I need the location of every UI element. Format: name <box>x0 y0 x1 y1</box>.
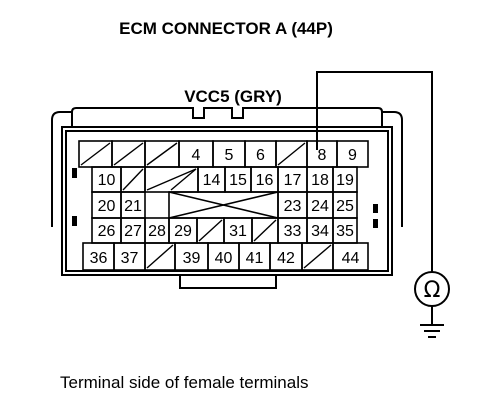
terminal-number: 25 <box>336 198 354 215</box>
unused-slash <box>303 244 332 269</box>
terminal-cavity: 4 <box>178 140 214 168</box>
diagram-title: ECM CONNECTOR A (44P) <box>119 19 333 38</box>
terminal-number: 10 <box>98 172 116 189</box>
unused-slash <box>122 168 144 191</box>
terminal-cavity: 23 <box>277 191 308 219</box>
terminal-number: 18 <box>311 172 329 189</box>
terminal-number: 4 <box>192 147 201 164</box>
blocked-cavity <box>168 191 279 219</box>
latch-tabs <box>72 168 378 228</box>
terminal-cavity: 44 <box>332 242 369 271</box>
terminal-cavity: 37 <box>113 242 146 271</box>
terminal-grid: 4 5 6 8 9 10 14 15 16 17 18 19 20 21 23 24 25 26 27 28 29 31 3… <box>78 140 369 271</box>
unused-cavity <box>275 140 308 168</box>
unused-slash <box>277 142 306 166</box>
terminal-number: 26 <box>98 223 116 240</box>
terminal-cavity: 36 <box>82 242 115 271</box>
terminal-number: 9 <box>348 147 357 164</box>
terminal-number: 23 <box>284 198 302 215</box>
wire-label: VCC5 (GRY) <box>184 87 282 106</box>
terminal-number: 5 <box>225 147 234 164</box>
terminal-number: 39 <box>183 250 201 267</box>
unused-cavity <box>111 140 146 168</box>
unused-slash <box>113 142 144 166</box>
unused-slash <box>198 219 223 242</box>
terminal-number: 27 <box>124 223 142 240</box>
terminal-number: 35 <box>336 223 354 240</box>
terminal-number: 29 <box>174 223 192 240</box>
ohm-symbol: Ω <box>424 278 441 303</box>
terminal-cavity: 25 <box>332 191 358 219</box>
terminal-number: 8 <box>318 147 327 164</box>
unused-slash <box>146 244 174 269</box>
unused-cavity <box>78 140 113 168</box>
terminal-number: 14 <box>203 172 221 189</box>
terminal-number: 40 <box>215 250 233 267</box>
terminal-number: 21 <box>124 198 142 215</box>
ohmmeter-icon <box>414 271 450 307</box>
terminal-number: 6 <box>256 147 265 164</box>
caption: Terminal side of female terminals <box>60 373 308 392</box>
ground-icon <box>420 324 444 338</box>
unused-cavity <box>251 217 279 244</box>
terminal-cavity: 14 <box>197 166 226 193</box>
terminal-cavity: 17 <box>277 166 308 193</box>
ohmmeter: Ω <box>414 271 450 307</box>
terminal-cavity: 6 <box>244 140 277 168</box>
terminal-cavity: 39 <box>174 242 209 271</box>
terminal-number: 33 <box>284 223 302 240</box>
terminal-number: 36 <box>90 250 108 267</box>
terminal-cavity: 26 <box>91 217 122 244</box>
unused-cavity <box>120 166 146 193</box>
terminal-number: 16 <box>256 172 274 189</box>
terminal-cavity: 8 <box>306 140 338 168</box>
terminal-number: 44 <box>342 250 360 267</box>
terminal-cavity: 42 <box>269 242 303 271</box>
unused-slash <box>253 219 277 242</box>
terminal-cavity: 27 <box>120 217 146 244</box>
terminal-number: 17 <box>284 172 302 189</box>
connector-housing <box>51 107 403 289</box>
unused-cavity <box>144 242 176 271</box>
terminal-number: 15 <box>229 172 247 189</box>
terminal-cavity: 20 <box>91 191 122 219</box>
terminal-number: 20 <box>98 198 116 215</box>
terminal-cavity: 9 <box>336 140 369 168</box>
unused-slash <box>146 168 197 191</box>
terminal-cavity: 35 <box>332 217 358 244</box>
terminal-cavity: 41 <box>238 242 271 271</box>
terminal-number: 19 <box>336 172 354 189</box>
cavity-outline <box>332 242 369 271</box>
terminal-cavity: 29 <box>168 217 198 244</box>
terminal-cavity: 10 <box>91 166 122 193</box>
terminal-cavity: 24 <box>306 191 334 219</box>
terminal-cavity: 34 <box>306 217 334 244</box>
terminal-number: 28 <box>148 223 166 240</box>
terminal-number: 24 <box>311 198 329 215</box>
terminal-cavity: 31 <box>223 217 253 244</box>
terminal-number: 34 <box>311 223 329 240</box>
terminal-cavity: 15 <box>224 166 252 193</box>
unused-slash <box>80 142 111 166</box>
terminal-cavity: 33 <box>277 217 308 244</box>
terminal-cavity: 19 <box>332 166 358 193</box>
terminal-cavity: 16 <box>250 166 279 193</box>
terminal-cavity: 40 <box>207 242 240 271</box>
unused-slash <box>170 168 197 191</box>
unused-slash <box>146 142 178 166</box>
probe-wire <box>316 71 433 324</box>
terminal-number: 42 <box>277 250 295 267</box>
unused-cavity <box>144 166 199 193</box>
terminal-number: 31 <box>229 223 247 240</box>
terminal-cavity: 5 <box>212 140 246 168</box>
terminal-cavity: 21 <box>120 191 146 219</box>
terminal-cavity: 18 <box>306 166 334 193</box>
terminal-number: 37 <box>121 250 139 267</box>
unused-cavity <box>144 140 180 168</box>
unused-cavity <box>301 242 334 271</box>
terminal-number: 41 <box>246 250 264 267</box>
unused-cavity <box>196 217 225 244</box>
terminal-cavity: 28 <box>144 217 170 244</box>
